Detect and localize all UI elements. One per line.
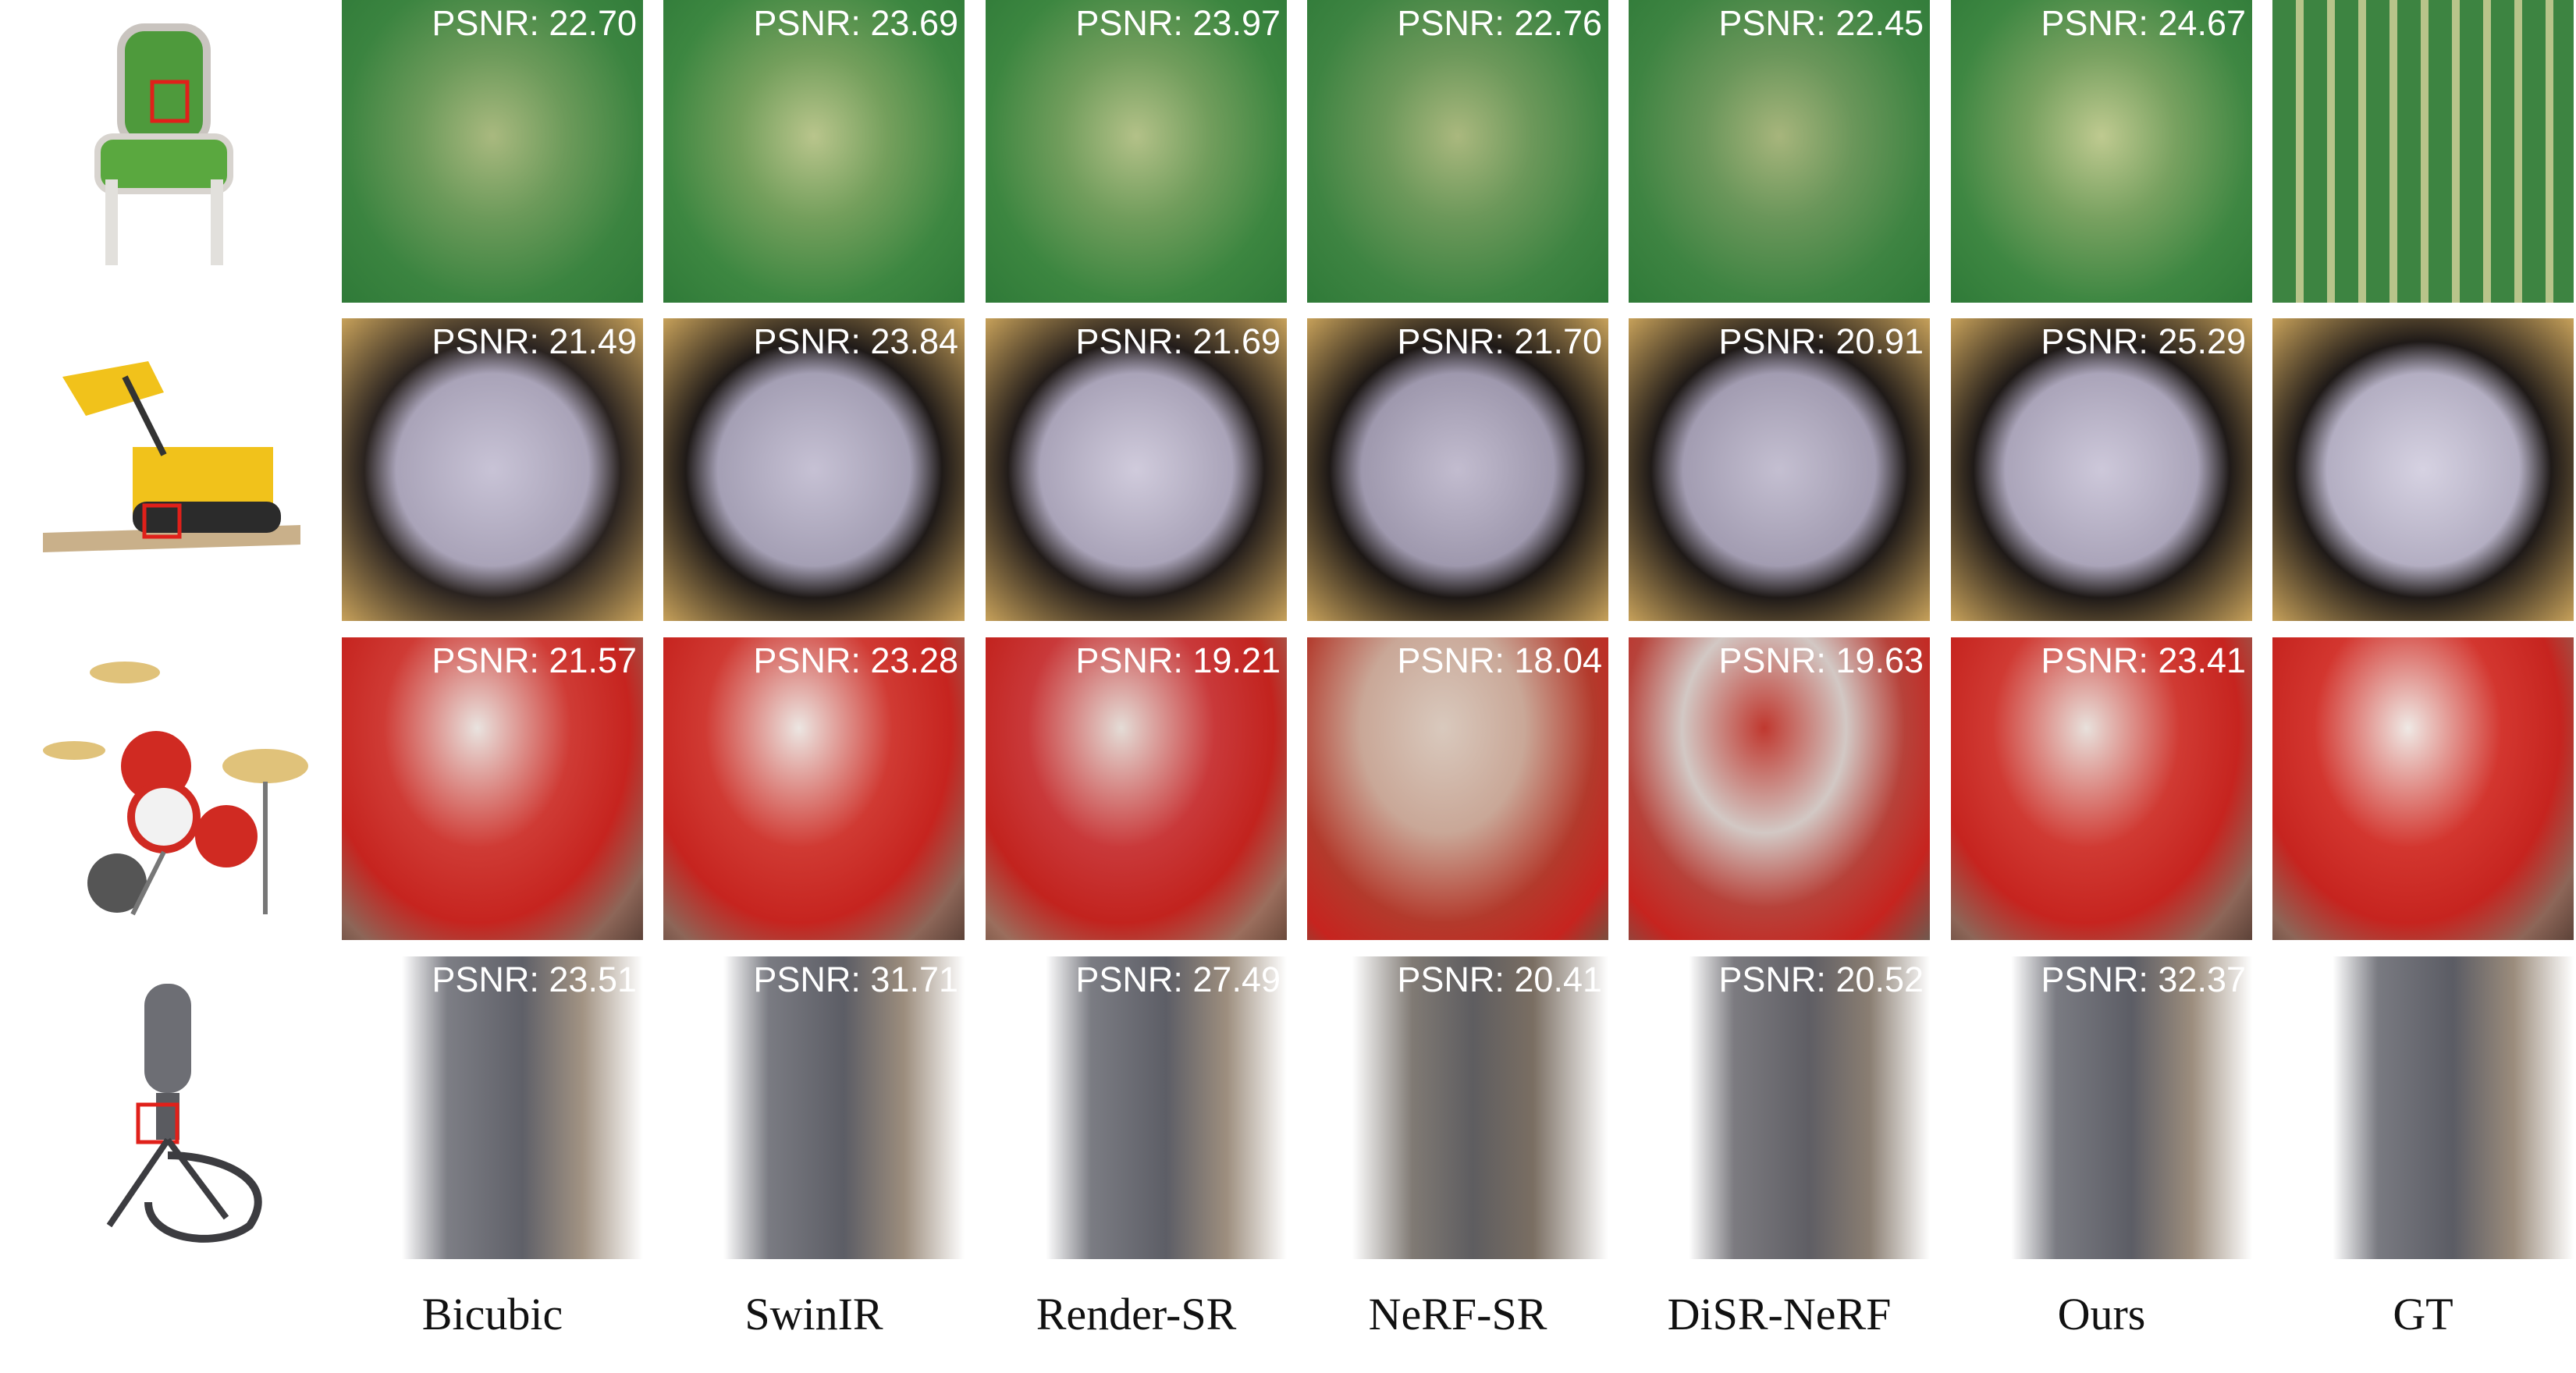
chair-ours-crop: PSNR: 24.67	[1951, 0, 2252, 303]
psnr-label: PSNR: 25.29	[2041, 321, 2246, 361]
psnr-label: PSNR: 20.41	[1397, 960, 1602, 999]
psnr-label: PSNR: 27.49	[1075, 960, 1281, 999]
psnr-label: PSNR: 21.57	[432, 640, 637, 680]
drums-disr-nerf-crop: PSNR: 19.63	[1629, 637, 1930, 940]
psnr-label: PSNR: 22.45	[1718, 3, 1924, 43]
drums-thumbnail	[16, 637, 328, 942]
psnr-label: PSNR: 23.28	[753, 640, 958, 680]
psnr-label: PSNR: 23.97	[1075, 3, 1281, 43]
psnr-label: PSNR: 19.63	[1718, 640, 1924, 680]
mic-render-sr-crop: PSNR: 27.49	[986, 956, 1287, 1259]
chair-bicubic-crop: PSNR: 22.70	[342, 0, 643, 303]
lego-ours-crop: PSNR: 25.29	[1951, 318, 2252, 621]
drums-swinir-crop: PSNR: 23.28	[663, 637, 965, 940]
column-label-ours: Ours	[2057, 1289, 2146, 1339]
psnr-label: PSNR: 22.76	[1397, 3, 1602, 43]
lego-disr-nerf-crop: PSNR: 20.91	[1629, 318, 1930, 621]
psnr-label: PSNR: 22.70	[432, 3, 637, 43]
drums-gt-crop	[2272, 637, 2574, 940]
drums-render-sr-crop: PSNR: 19.21	[986, 637, 1287, 940]
chair-disr-nerf-crop: PSNR: 22.45	[1629, 0, 1930, 303]
chair-gt-crop	[2272, 0, 2574, 303]
drums-ours-crop: PSNR: 23.41	[1951, 637, 2252, 940]
mic-nerf-sr-crop: PSNR: 20.41	[1307, 956, 1608, 1259]
psnr-label: PSNR: 23.69	[753, 3, 958, 43]
psnr-label: PSNR: 20.52	[1718, 960, 1924, 999]
lego-gt-crop	[2272, 318, 2574, 621]
psnr-label: PSNR: 32.37	[2041, 960, 2246, 999]
chair-thumbnail	[16, 0, 328, 304]
column-label-nerf-sr: NeRF-SR	[1368, 1289, 1547, 1339]
psnr-label: PSNR: 23.51	[432, 960, 637, 999]
mic-ours-crop: PSNR: 32.37	[1951, 956, 2252, 1259]
psnr-label: PSNR: 31.71	[753, 960, 958, 999]
column-label-render-sr: Render-SR	[1036, 1289, 1237, 1339]
psnr-label: PSNR: 24.67	[2041, 3, 2246, 43]
column-label-gt: GT	[2393, 1289, 2453, 1339]
psnr-label: PSNR: 23.84	[753, 321, 958, 361]
lego-bicubic-crop: PSNR: 21.49	[342, 318, 643, 621]
chair-swinir-crop: PSNR: 23.69	[663, 0, 965, 303]
mic-swinir-crop: PSNR: 31.71	[663, 956, 965, 1259]
drums-bicubic-crop: PSNR: 21.57	[342, 637, 643, 940]
chair-render-sr-crop: PSNR: 23.97	[986, 0, 1287, 303]
column-label-swinir: SwinIR	[744, 1289, 883, 1339]
psnr-label: PSNR: 20.91	[1718, 321, 1924, 361]
column-label-disr-nerf: DiSR-NeRF	[1667, 1289, 1892, 1339]
mic-gt-crop	[2272, 956, 2574, 1259]
mic-bicubic-crop: PSNR: 23.51	[342, 956, 643, 1259]
psnr-label: PSNR: 19.21	[1075, 640, 1281, 680]
psnr-label: PSNR: 23.41	[2041, 640, 2246, 680]
lego-thumbnail	[16, 318, 328, 623]
lego-nerf-sr-crop: PSNR: 21.70	[1307, 318, 1608, 621]
psnr-label: PSNR: 18.04	[1397, 640, 1602, 680]
psnr-label: PSNR: 21.49	[432, 321, 637, 361]
psnr-label: PSNR: 21.69	[1075, 321, 1281, 361]
mic-thumbnail	[16, 956, 328, 1261]
chair-nerf-sr-crop: PSNR: 22.76	[1307, 0, 1608, 303]
psnr-label: PSNR: 21.70	[1397, 321, 1602, 361]
drums-nerf-sr-crop: PSNR: 18.04	[1307, 637, 1608, 940]
lego-render-sr-crop: PSNR: 21.69	[986, 318, 1287, 621]
mic-disr-nerf-crop: PSNR: 20.52	[1629, 956, 1930, 1259]
column-label-bicubic: Bicubic	[421, 1289, 563, 1339]
lego-swinir-crop: PSNR: 23.84	[663, 318, 965, 621]
